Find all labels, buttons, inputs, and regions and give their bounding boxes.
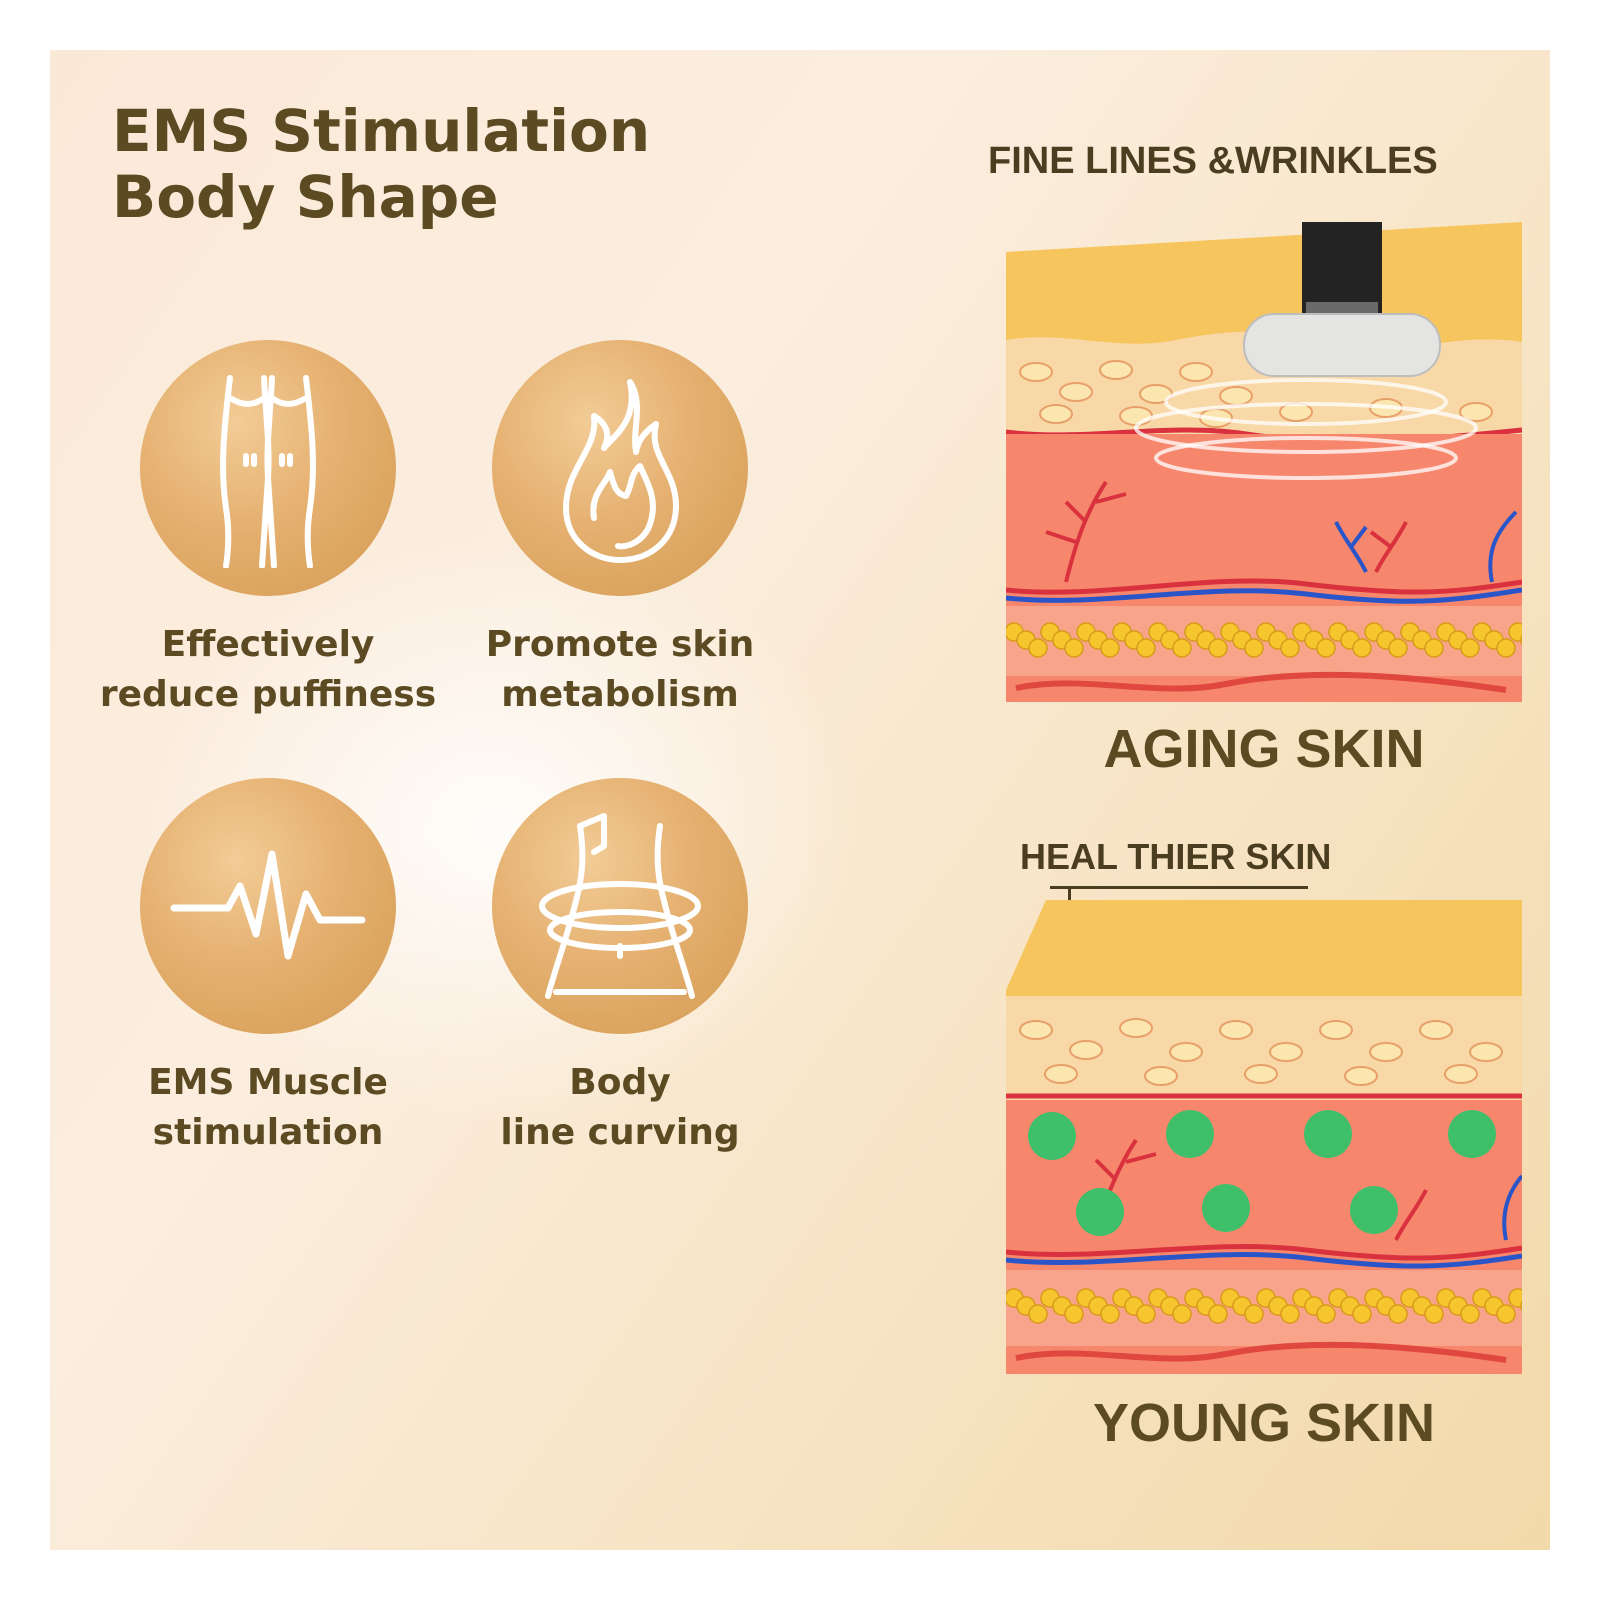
product-infographic: EMS Stimulation Body Shape Effectively r…: [50, 50, 1550, 1550]
legs-icon: [140, 340, 396, 596]
fat-cell: [1028, 1304, 1048, 1324]
aging-header: FINE LINES &WRINKLES: [988, 140, 1438, 182]
page-title: EMS Stimulation Body Shape: [112, 98, 650, 230]
fat-cell: [1496, 638, 1516, 658]
fat-cell: [1520, 634, 1522, 646]
fat-cell: [1424, 638, 1444, 658]
fat-cell: [1508, 622, 1522, 642]
fat-cell: [1460, 1304, 1480, 1324]
feature-1-line-1: Effectively: [161, 624, 375, 665]
fat-cell: [1136, 1304, 1156, 1324]
feature-3-line-2: stimulation: [152, 1112, 384, 1153]
feature-3-line-1: EMS Muscle: [148, 1062, 388, 1103]
fat-cell: [1172, 1304, 1192, 1324]
fat-cell: [1064, 638, 1084, 658]
fat-cell: [1520, 1300, 1522, 1312]
title-line-2: Body Shape: [112, 163, 499, 231]
feature-reduce-puffiness: Effectively reduce puffiness: [88, 340, 448, 720]
fat-cell-row: [1006, 1288, 1522, 1324]
waist-icon: [492, 778, 748, 1034]
fat-cell: [1064, 1304, 1084, 1324]
aging-caption: AGING SKIN: [1103, 719, 1425, 779]
pulse-icon: [140, 778, 396, 1034]
feature-2-line-2: metabolism: [501, 674, 739, 715]
fat-cell: [1316, 1304, 1336, 1324]
fat-cell: [1280, 1304, 1300, 1324]
flame-icon: [492, 340, 748, 596]
fat-cell: [1424, 1304, 1444, 1324]
fat-cell: [1352, 1304, 1372, 1324]
feature-muscle-stimulation: EMS Muscle stimulation: [88, 778, 448, 1158]
fat-cell: [1244, 1304, 1264, 1324]
fat-cell: [1280, 638, 1300, 658]
feature-1-line-2: reduce puffiness: [99, 674, 437, 715]
fat-cell-row: [1006, 622, 1522, 658]
young-header: HEAL THIER SKIN: [1020, 836, 1332, 877]
young-skin-diagram: [1006, 900, 1522, 1374]
young-header-tick: [1068, 888, 1071, 908]
fat-cell: [1508, 1288, 1522, 1308]
fat-cell: [1208, 1304, 1228, 1324]
fat-cell: [1496, 1304, 1516, 1324]
aging-skin-diagram: [1006, 222, 1522, 702]
fat-cell: [1388, 638, 1408, 658]
feature-body-curving: Body line curving: [440, 778, 800, 1158]
feature-2-line-1: Promote skin: [485, 624, 755, 665]
fat-cell: [1028, 638, 1048, 658]
fat-cell: [1136, 638, 1156, 658]
young-caption: YOUNG SKIN: [1092, 1393, 1436, 1453]
fat-cell: [1388, 1304, 1408, 1324]
fat-cell: [1208, 638, 1228, 658]
title-line-1: EMS Stimulation: [112, 97, 651, 165]
young-header-underline: [1050, 886, 1308, 889]
fat-cell: [1316, 638, 1336, 658]
feature-skin-metabolism: Promote skin metabolism: [440, 340, 800, 720]
fat-cell: [1172, 638, 1192, 658]
fat-cell: [1100, 1304, 1120, 1324]
fat-cell: [1244, 638, 1264, 658]
fat-cell: [1100, 638, 1120, 658]
feature-4-line-1: Body: [569, 1062, 671, 1103]
fat-cell: [1460, 638, 1480, 658]
fat-cell: [1352, 638, 1372, 658]
feature-4-line-2: line curving: [500, 1112, 740, 1153]
